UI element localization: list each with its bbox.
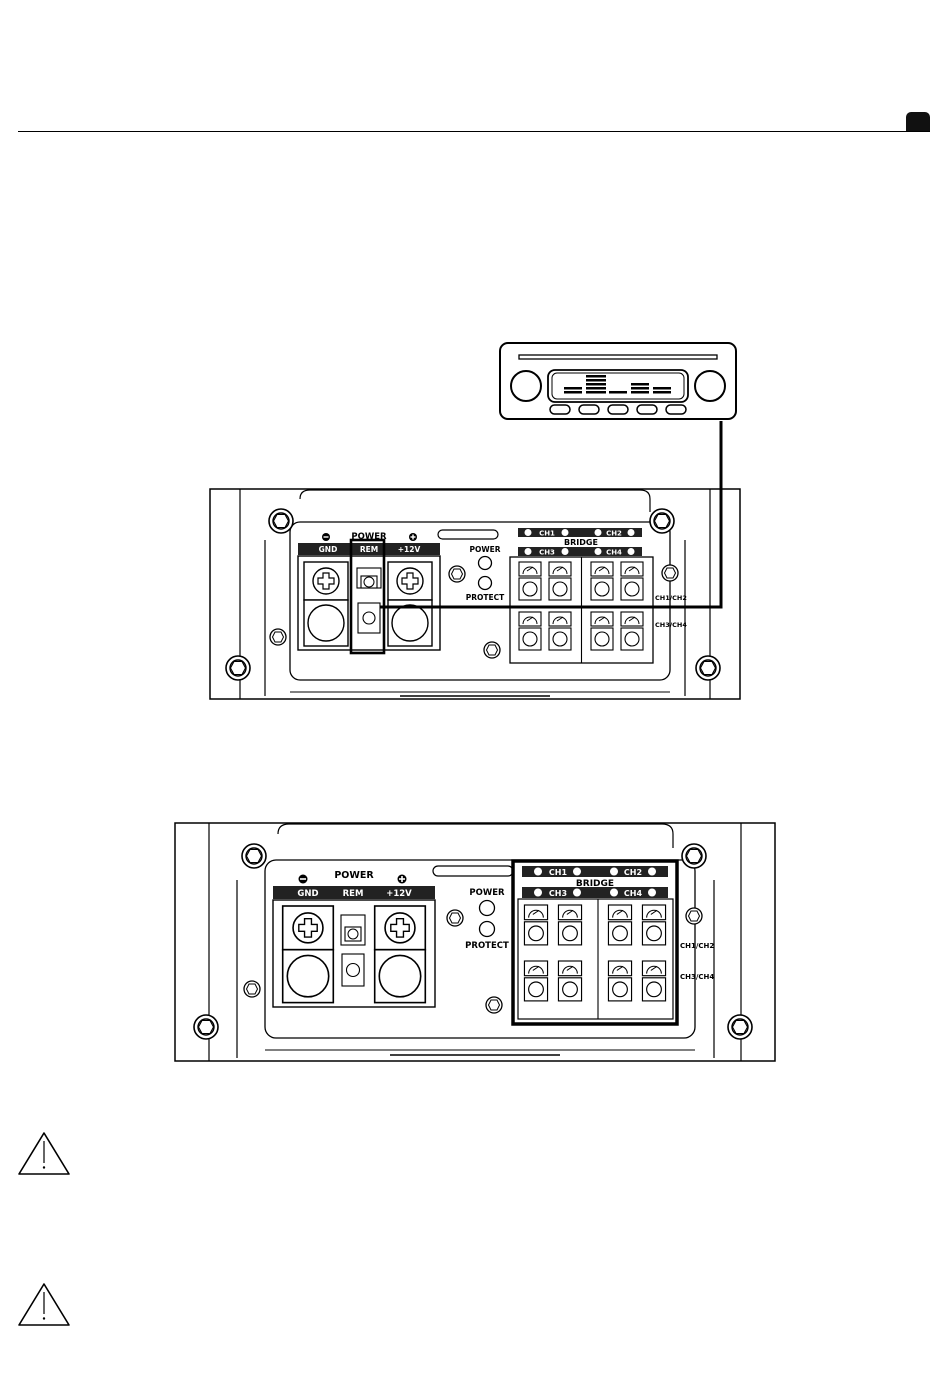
- warning-icon: [19, 1133, 69, 1174]
- side-ch34-label: CH3/CH4: [655, 621, 687, 629]
- ch1-label: CH1: [539, 530, 555, 538]
- gnd-label: GND: [319, 545, 338, 554]
- side-ch12-label: CH1/CH2: [655, 594, 687, 602]
- ch1-label: CH1: [549, 868, 568, 877]
- ch2-label: CH2: [624, 868, 642, 877]
- ch2-label: CH2: [606, 530, 622, 538]
- bridge-label: BRIDGE: [564, 538, 598, 547]
- power-heading: POWER: [334, 870, 374, 881]
- led-protect-label: PROTECT: [465, 941, 509, 951]
- v12-label: +12V: [398, 545, 421, 554]
- rem-label: REM: [343, 889, 364, 899]
- v12-label: +12V: [386, 889, 412, 899]
- head-unit-icon: [500, 343, 736, 419]
- rem-label: REM: [360, 545, 378, 554]
- led-power-label: POWER: [469, 545, 500, 554]
- ch4-label: CH4: [624, 889, 643, 898]
- side-ch34-label: CH3/CH4: [680, 973, 714, 981]
- ch4-label: CH4: [606, 549, 622, 557]
- ch3-label: CH3: [539, 549, 555, 557]
- warning-icon: [19, 1284, 69, 1325]
- side-ch12-label: CH1/CH2: [680, 942, 714, 950]
- ch3-label: CH3: [549, 889, 567, 898]
- gnd-label: GND: [297, 889, 318, 899]
- led-protect-label: PROTECT: [466, 593, 505, 602]
- amplifier-panel-2: POWER GND REM +12V POWER PROTECT CH1 CH2…: [175, 823, 775, 1061]
- led-power-label: POWER: [469, 888, 505, 898]
- amplifier-panel-1: POWER GND REM +12V POWER PROTECT CH1 CH2…: [210, 489, 740, 699]
